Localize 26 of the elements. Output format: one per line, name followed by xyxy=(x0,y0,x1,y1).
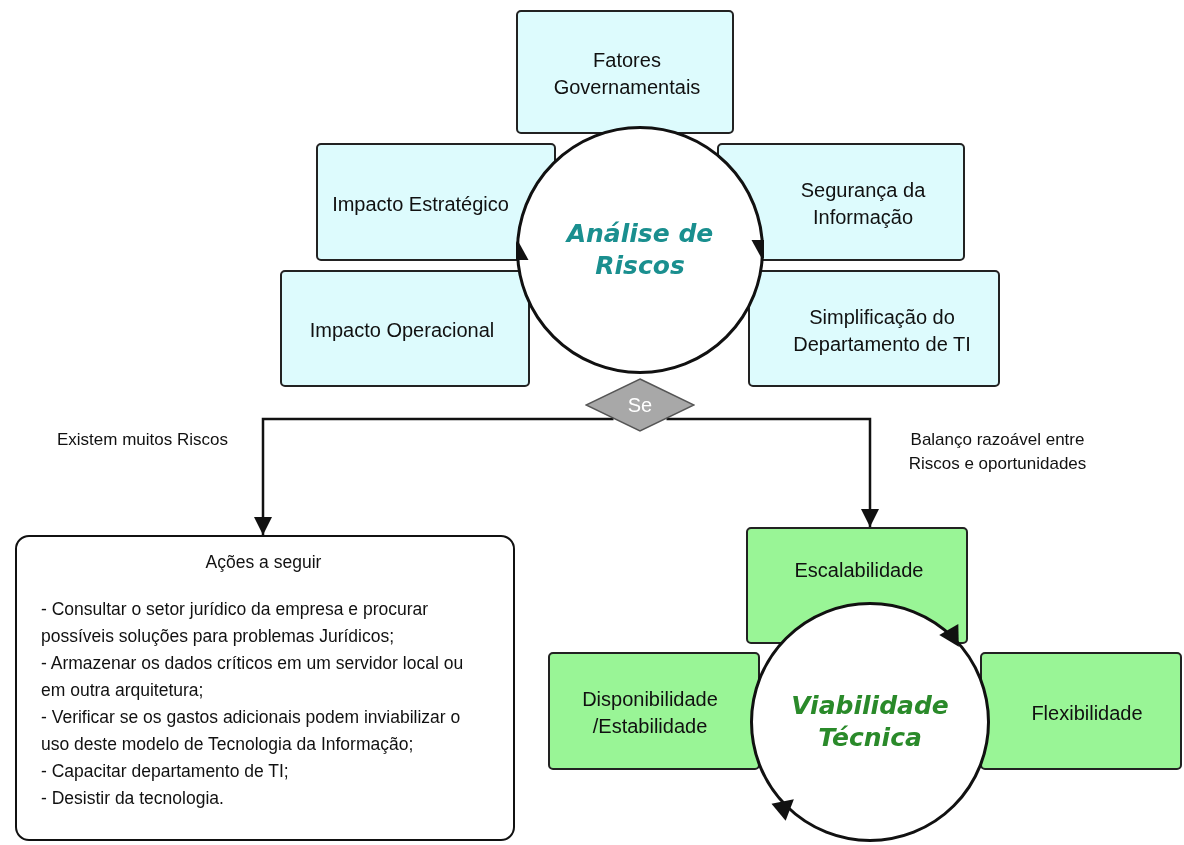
action-item: - Consultar o setor jurídico da empresa e procurar possíveis soluções para problemas Jurídicos; xyxy=(41,598,430,648)
actions-panel xyxy=(15,535,515,841)
topic-box xyxy=(316,143,556,261)
arrow xyxy=(254,417,614,535)
arrow xyxy=(666,417,879,527)
topic-box xyxy=(280,270,530,387)
panel-heading: Ações a seguir xyxy=(204,551,323,574)
decision-label: Se xyxy=(627,392,653,418)
box-label: Segurança da Informação xyxy=(799,178,927,230)
box-label: Simplificação do Departamento de TI xyxy=(792,304,972,357)
box-label: Fatores Governamentais xyxy=(552,48,702,100)
action-item: - Verificar se os gastos adicionais podem inviabilizar o uso deste modelo de Tecnologia da Informação; xyxy=(41,706,462,756)
topic-box xyxy=(748,270,1000,387)
box-label: Disponibilidade /Estabilidade xyxy=(581,687,719,739)
box-label: Escalabilidade xyxy=(794,557,924,583)
action-item: - Armazenar os dados críticos em um servidor local ou em outra arquitetura; xyxy=(41,652,465,702)
topic-box xyxy=(980,652,1182,770)
circle-title: Análise de Riscos xyxy=(564,218,715,282)
topic-box xyxy=(548,652,760,770)
action-item: - Capacitar departamento de TI; xyxy=(41,760,290,783)
box-label: Impacto Estratégico xyxy=(332,191,509,217)
circle-title: Viabilidade Técnica xyxy=(790,690,950,754)
topic-box xyxy=(516,10,734,134)
box-label: Flexibilidade xyxy=(1031,700,1143,726)
box-label: Impacto Operacional xyxy=(309,318,495,343)
action-item: - Desistir da tecnologia. xyxy=(41,787,225,810)
